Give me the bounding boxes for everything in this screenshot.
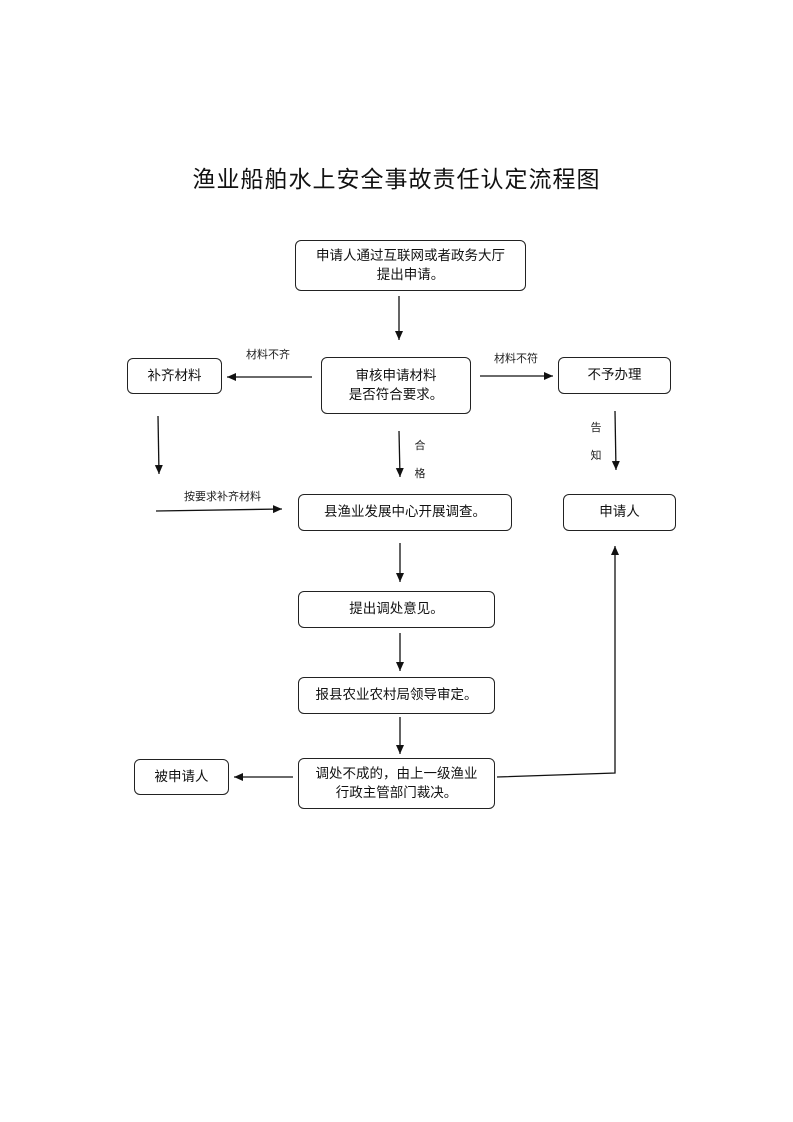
label-qualified-char2: 格 [414,467,426,480]
node-ruling-line1: 调处不成的，由上一级渔业 [315,765,478,782]
label-nonconforming: 材料不符 [494,352,538,365]
label-notify-char1: 告 [590,421,602,434]
node-approve-label: 报县农业农村局领导审定。 [315,687,478,703]
node-ruling-line2: 行政主管部门裁决。 [335,784,458,801]
node-respondent-label: 被申请人 [154,768,209,785]
node-investigate-label: 县渔业发展中心开展调查。 [324,504,486,520]
label-notify-char2: 知 [590,449,602,462]
node-applicant-label: 申请人 [599,504,640,520]
node-reject: 不予办理 [558,357,671,394]
node-review-line2: 是否符合要求。 [348,386,444,403]
label-notify: 告 知 [589,414,603,470]
arrow-resubmit-to-investigate [155,505,283,514]
label-resubmit: 按要求补齐材料 [184,490,261,503]
node-supplement: 补齐材料 [127,358,222,394]
node-supplement-label: 补齐材料 [147,367,202,384]
node-ruling: 调处不成的，由上一级渔业 行政主管部门裁决。 [298,758,495,809]
label-qualified-char1: 合 [414,439,426,452]
node-apply-line2: 提出申请。 [376,266,445,283]
node-approve: 报县农业农村局领导审定。 [298,677,495,714]
arrow-reject-to-applicant [611,410,620,471]
arrow-supplement-down [154,415,163,475]
label-incomplete: 材料不齐 [246,348,290,361]
node-apply-line1: 申请人通过互联网或者政务大厅 [316,247,505,264]
node-respondent: 被申请人 [134,759,229,795]
page-title: 渔业船舶水上安全事故责任认定流程图 [192,167,601,193]
node-review: 审核申请材料 是否符合要求。 [321,357,471,414]
node-review-line1: 审核申请材料 [355,367,437,384]
node-reject-label: 不予办理 [587,367,642,383]
node-opinion-label: 提出调处意见。 [349,601,444,617]
node-applicant: 申请人 [563,494,676,531]
arrow-review-to-investigate [395,430,404,478]
label-qualified: 合 格 [413,432,427,488]
node-investigate: 县渔业发展中心开展调查。 [298,494,512,531]
node-apply: 申请人通过互联网或者政务大厅 提出申请。 [295,240,526,291]
arrow-ruling-to-applicant [496,546,619,778]
node-opinion: 提出调处意见。 [298,591,495,628]
